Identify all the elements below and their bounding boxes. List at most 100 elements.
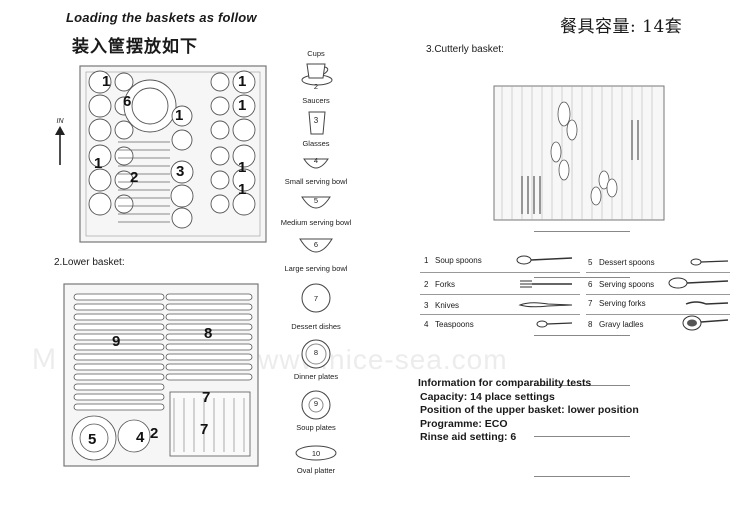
teaspoon-icon xyxy=(536,320,573,328)
cutlery-label: Gravy ladles xyxy=(599,319,644,329)
dinner-plate-icon xyxy=(301,339,331,369)
info-heading: Information for comparability tests xyxy=(418,377,592,389)
info-rinse-aid: Rinse aid setting: 6 xyxy=(420,431,517,444)
item-dessert-dish-number: 7 xyxy=(313,294,319,303)
cutlery-number: 2 xyxy=(424,279,429,289)
item-large-bowl-label: Large serving bowl xyxy=(284,264,348,273)
direction-label: IN xyxy=(56,118,64,125)
lower-basket-heading: 2.Lower basket: xyxy=(54,257,125,268)
cutlery-basket-illustration xyxy=(492,80,668,224)
direction-indicator: IN xyxy=(50,118,70,170)
cutlery-label: Knives xyxy=(435,300,460,310)
cutlery-number: 6 xyxy=(588,279,593,289)
item-medium-bowl-label: Medium serving bowl xyxy=(280,218,352,227)
oval-platter-icon xyxy=(295,445,337,461)
item-glasses-label: Glasses xyxy=(302,139,330,148)
small-bowl-icon xyxy=(303,158,329,169)
cutlery-label: Serving forks xyxy=(599,298,646,308)
cutlery-label: Teaspoons xyxy=(435,319,474,329)
fork-icon xyxy=(520,280,572,288)
lower-label-5: 5 xyxy=(88,431,96,448)
lower-label-7b: 7 xyxy=(200,421,208,438)
divider xyxy=(534,277,630,278)
cutlery-label: Serving spoons xyxy=(599,279,655,289)
item-large-bowl-number: 6 xyxy=(313,240,319,249)
cutlery-number: 1 xyxy=(424,255,429,265)
cutlery-basket-heading: 3.Cutterly basket: xyxy=(426,44,504,55)
cutlery-number: 4 xyxy=(424,319,429,329)
item-small-bowl-number: 4 xyxy=(313,156,319,165)
soup-spoon-icon xyxy=(516,255,573,265)
lower-label-9: 9 xyxy=(112,333,120,350)
cutlery-row-knives: 3 Knives xyxy=(424,295,574,315)
serving-fork-icon xyxy=(685,301,729,305)
divider xyxy=(420,294,580,295)
divider xyxy=(586,314,730,315)
cutlery-label: Dessert spoons xyxy=(599,257,655,267)
up-arrow-icon xyxy=(55,126,65,165)
cup-saucer-icon xyxy=(301,63,333,86)
divider xyxy=(586,294,730,295)
upper-label-6: 6 xyxy=(123,93,131,110)
upper-label-1d: 1 xyxy=(238,97,246,114)
capacity-label: 餐具容量: 14套 xyxy=(560,17,683,37)
upper-label-1c: 1 xyxy=(238,73,246,90)
comparability-info: Information for comparability tests Capa… xyxy=(418,377,639,445)
item-dessert-dish-label: Dessert dishes xyxy=(291,322,341,331)
upper-label-1b: 1 xyxy=(175,107,183,124)
divider xyxy=(534,335,630,336)
lower-label-8: 8 xyxy=(204,325,212,342)
cutlery-row-dessert-spoons: 5 Dessert spoons xyxy=(588,252,728,272)
divider xyxy=(534,436,630,437)
item-glasses-number: 3 xyxy=(313,116,319,125)
item-saucers-number: 2 xyxy=(313,82,319,91)
cutlery-label: Soup spoons xyxy=(435,255,482,265)
upper-label-2: 2 xyxy=(130,169,138,186)
soup-plate-icon xyxy=(301,390,331,420)
upper-basket-illustration: 1 6 1 1 1 1 2 3 1 1 xyxy=(78,64,268,244)
lower-basket-illustration: 9 8 7 7 5 4 2 xyxy=(62,280,262,470)
item-soup-plate-label: Soup plates xyxy=(296,423,336,432)
item-saucers-label: Saucers xyxy=(302,96,330,105)
knife-icon xyxy=(518,302,573,308)
divider xyxy=(534,385,630,386)
gravy-ladle-icon xyxy=(682,315,729,331)
item-medium-bowl-number: 5 xyxy=(313,196,319,205)
lower-label-7a: 7 xyxy=(202,389,210,406)
glass-icon xyxy=(308,111,326,135)
item-oval-platter-label: Oval platter xyxy=(296,466,336,475)
lower-label-2: 2 xyxy=(150,425,158,442)
page-title: Loading the baskets as follow xyxy=(66,10,257,25)
item-oval-platter-number: 10 xyxy=(311,449,321,458)
cutlery-number: 3 xyxy=(424,300,429,310)
upper-label-1g: 1 xyxy=(238,181,246,198)
item-dinner-plate-number: 8 xyxy=(313,348,319,357)
item-dinner-plate-label: Dinner plates xyxy=(293,372,339,381)
page-title-chinese: 装入筐摆放如下 xyxy=(72,37,198,57)
cutlery-row-serving-forks: 7 Serving forks xyxy=(588,293,728,313)
cutlery-row-soup-spoons: 1 Soup spoons xyxy=(424,250,574,270)
cutlery-number: 7 xyxy=(588,298,593,308)
info-programme: Programme: ECO xyxy=(420,417,508,430)
upper-label-1a: 1 xyxy=(102,73,110,90)
dessert-spoon-icon xyxy=(690,258,729,266)
upper-label-1e: 1 xyxy=(94,155,102,172)
serving-spoon-icon xyxy=(668,277,729,289)
cutlery-row-teaspoons: 4 Teaspoons xyxy=(424,314,574,334)
cutlery-label: Forks xyxy=(435,279,455,289)
divider xyxy=(534,231,630,232)
dessert-dish-icon xyxy=(301,283,331,313)
cutlery-number: 8 xyxy=(588,319,593,329)
upper-label-1f: 1 xyxy=(238,159,246,176)
item-soup-plate-number: 9 xyxy=(313,399,319,408)
cutlery-row-forks: 2 Forks xyxy=(424,274,574,294)
divider xyxy=(586,272,730,273)
items-legend: Cups 2 Saucers 3 Glasses 4 Small serving… xyxy=(266,46,630,486)
cutlery-row-serving-spoons: 6 Serving spoons xyxy=(588,274,728,294)
item-cups-label: Cups xyxy=(307,49,325,58)
info-upper-basket-position: Position of the upper basket: lower posi… xyxy=(420,404,639,417)
medium-bowl-icon xyxy=(301,196,331,209)
info-capacity: Capacity: 14 place settings xyxy=(420,390,555,403)
divider xyxy=(534,476,630,477)
large-bowl-icon xyxy=(299,238,333,253)
